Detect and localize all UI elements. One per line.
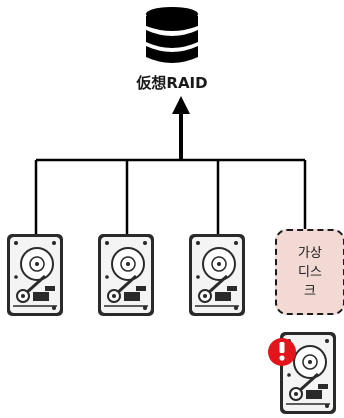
virtual-disk-line-2: 디스 (298, 264, 322, 280)
arrow-up (172, 96, 190, 160)
raid-label: 仮想RAID (136, 74, 208, 92)
hard-drive-icon (5, 232, 65, 318)
connector-lines (34, 158, 307, 234)
virtual-disk-box: 가상 디스 크 (275, 229, 344, 315)
database-icon (146, 7, 198, 63)
virtual-disk-line-3: 크 (304, 283, 316, 299)
hard-drive-icon (96, 232, 156, 318)
virtual-disk-line-1: 가상 (298, 245, 322, 261)
hard-drive-icon (187, 232, 247, 318)
exclamation-icon (268, 338, 296, 366)
